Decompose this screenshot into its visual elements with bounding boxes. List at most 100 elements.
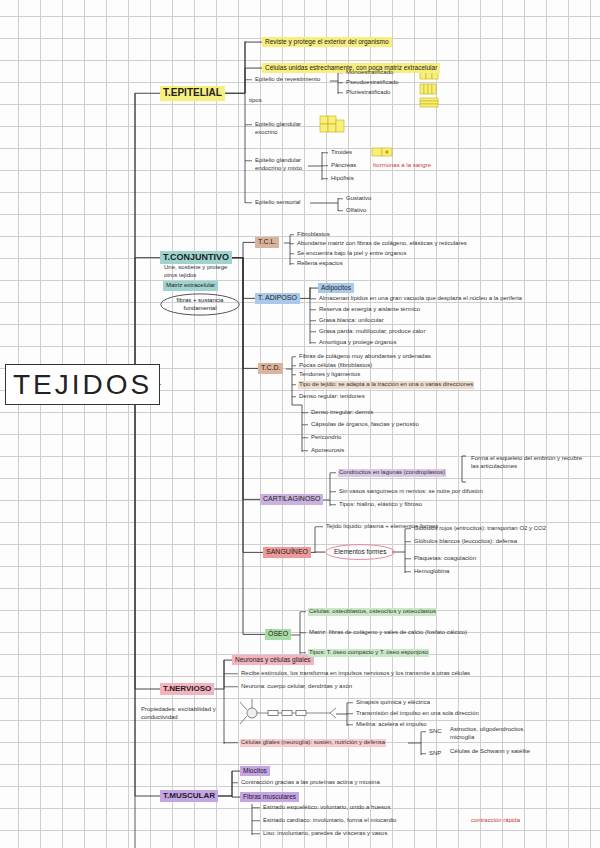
leader-tick: [290, 234, 294, 235]
branch-line: [232, 242, 255, 257]
node-text: Miocitos: [243, 767, 267, 775]
note-text: Epitelio glandular: [254, 121, 302, 129]
leader-tick: [290, 243, 294, 244]
node-text: T. ADIPOSO: [258, 294, 297, 303]
note-text: Células de Schwann y satélite: [449, 748, 546, 756]
note-text: Transmisión del impulso en una sola dire…: [355, 710, 480, 718]
topic-box: Matriz extracelular: [163, 281, 218, 291]
note-text: SNC: [428, 728, 443, 736]
leader-tick: [330, 491, 336, 492]
note-text: contracción rápida: [470, 817, 521, 825]
note-text: Epitelio glandular: [254, 157, 302, 165]
node-text: T.C.L.: [258, 238, 276, 247]
branch-line: [300, 288, 318, 298]
topic-box: T. ADIPOSO: [255, 293, 300, 304]
topic-box: T.NERVIOSO: [160, 683, 214, 695]
leader-tick: [252, 820, 260, 821]
topic-box: Fibras musculares: [240, 792, 299, 802]
leader-tick: [292, 384, 296, 385]
leader-tick: [245, 124, 252, 125]
leader-tick: [322, 178, 328, 179]
note-text: Estriado cardíaco: involuntario, forma e…: [262, 817, 397, 825]
note-text: Estriado esquelético: voluntario, unido …: [262, 804, 391, 812]
note-text: Propiedades: excitabilidad y conductivid…: [140, 706, 222, 721]
note-text: Páncreas: [330, 162, 357, 170]
note-text: Sinapsis química y eléctrica: [355, 699, 431, 707]
note-text: Contracción gracias a las proteínas acti…: [240, 779, 381, 787]
note-text: hormonas a la sangre: [372, 162, 432, 170]
topic-box: T.EPITELIAL: [160, 86, 225, 101]
node-text: CARTILAGINOSO: [263, 495, 320, 504]
note-text: Liso: involuntario, paredes de vísceras …: [262, 830, 388, 838]
note-text: Células gliales (neuroglía): sostén, nut…: [240, 739, 386, 747]
node-text: Adipocitos: [321, 284, 351, 292]
leader-tick: [338, 92, 343, 93]
leader-tick: [322, 152, 328, 153]
branch-line: [135, 385, 160, 797]
topic-box: Adipocitos: [318, 283, 354, 293]
branch-line: [225, 42, 262, 93]
epithelium-sketch: [320, 72, 438, 156]
leader-tick: [302, 412, 308, 413]
leader-tick: [310, 309, 316, 310]
leader-tick: [302, 437, 308, 438]
note-text: Fibras de colágeno muy abundantes y orde…: [298, 353, 432, 361]
leader-tick: [300, 632, 306, 633]
leader-tick: [302, 424, 308, 425]
node-text: T.CONJUNTIVO: [163, 252, 229, 263]
leader-tick: [338, 210, 343, 211]
leader-tick: [292, 356, 296, 357]
leader-tick: [330, 472, 336, 473]
topic-box: T.C.L.: [255, 237, 279, 248]
note-text: Pseudoestratificado: [345, 79, 400, 87]
note-text: Tipos: hialino, elástico y fibroso: [338, 501, 423, 509]
node-text: T.NERVIOSO: [163, 684, 211, 694]
oval-node: fibras + sustancia fundamental: [160, 293, 240, 316]
neuron-sketch: [240, 699, 336, 724]
topic-box: T.CONJUNTIVO: [160, 251, 232, 264]
branch-line: [218, 771, 240, 796]
leader-tick: [310, 342, 316, 343]
node-text: Fibras musculares: [243, 793, 296, 801]
leader-tick: [322, 165, 328, 166]
note-text: Astrocitos, oligodendrocitos, microglía: [449, 726, 546, 741]
note-text: Olfativo: [345, 207, 367, 215]
leader-tick: [405, 558, 411, 559]
leader-tick: [245, 160, 252, 161]
node-text: fibras + sustancia fundamental: [169, 297, 231, 312]
leader-tick: [232, 782, 238, 783]
note-text: endocrino y mixto: [254, 165, 303, 173]
leader-tick: [224, 686, 238, 687]
branch-line: [232, 258, 265, 635]
root-box: TEJIDOS: [5, 364, 160, 405]
note-text: Pluriestratificado: [345, 89, 391, 97]
leader-tick: [330, 504, 336, 505]
note-text: Células: osteoblastos, osteocitos y oste…: [308, 608, 437, 616]
note-text: Glóbulos blancos (leucocitos): defensa: [413, 538, 518, 546]
note-text: Condrocitos en lagunas (condroplastos): [338, 469, 446, 477]
node-text: Matriz extracelular: [166, 282, 215, 290]
note-text: exocrino: [254, 129, 279, 137]
leader-tick: [421, 731, 426, 732]
topic-box: ÓSEO: [265, 629, 291, 640]
note-text: Aponeurosis: [310, 447, 345, 455]
note-text: Mielina: acelera el impulso: [355, 721, 428, 729]
note-text: Pericondrio: [310, 434, 342, 442]
note-text: Matriz: fibras de colágeno y sales de ca…: [308, 629, 468, 637]
branch-line: [232, 258, 258, 369]
note-text: Denso regular: tendones: [298, 393, 366, 401]
branch-line: [135, 93, 160, 384]
note-text: Sin vasos sanguíneos ni nervios; se nutr…: [338, 488, 484, 496]
leader-tick: [300, 611, 306, 612]
branch-line: [214, 660, 232, 689]
node-text: ÓSEO: [268, 630, 288, 639]
note-text: Amortigua y protege órganos: [318, 339, 397, 347]
leader-tick: [347, 702, 353, 703]
leader-tick: [292, 365, 296, 366]
note-text: tipos: [248, 97, 263, 105]
node-text: Neuronas y células gliales: [235, 656, 311, 664]
leader-tick: [302, 450, 308, 451]
note-text: Epitelio sensorial: [254, 199, 301, 207]
note-text: Tendones y ligamentos: [298, 371, 361, 379]
